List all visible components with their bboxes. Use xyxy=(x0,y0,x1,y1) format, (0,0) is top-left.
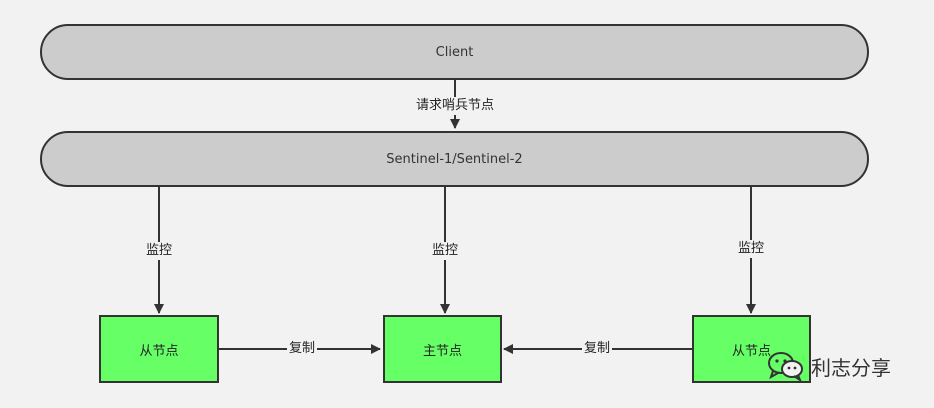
slave-node-left: 从节点 xyxy=(99,315,219,383)
client-box: Client xyxy=(40,24,869,80)
watermark: 利志分享 xyxy=(767,350,891,382)
watermark-text: 利志分享 xyxy=(811,355,891,380)
client-label: Client xyxy=(435,44,474,60)
sentinel-label: Sentinel-1/Sentinel-2 xyxy=(386,151,523,167)
wechat-icon xyxy=(768,352,803,382)
master-node-label: 主节点 xyxy=(422,343,462,359)
monitor-label-right: 监控 xyxy=(735,240,767,258)
monitor-label-master: 监控 xyxy=(429,242,461,260)
monitor-label-left: 监控 xyxy=(143,242,175,260)
master-node: 主节点 xyxy=(383,315,502,383)
slave-node-left-label: 从节点 xyxy=(139,343,179,359)
slave-node-right-label: 从节点 xyxy=(731,343,771,359)
sentinel-box: Sentinel-1/Sentinel-2 xyxy=(40,131,869,187)
replicate-label-left: 复制 xyxy=(286,340,318,358)
request-label: 请求哨兵节点 xyxy=(413,97,497,115)
replicate-label-right: 复制 xyxy=(581,340,613,358)
